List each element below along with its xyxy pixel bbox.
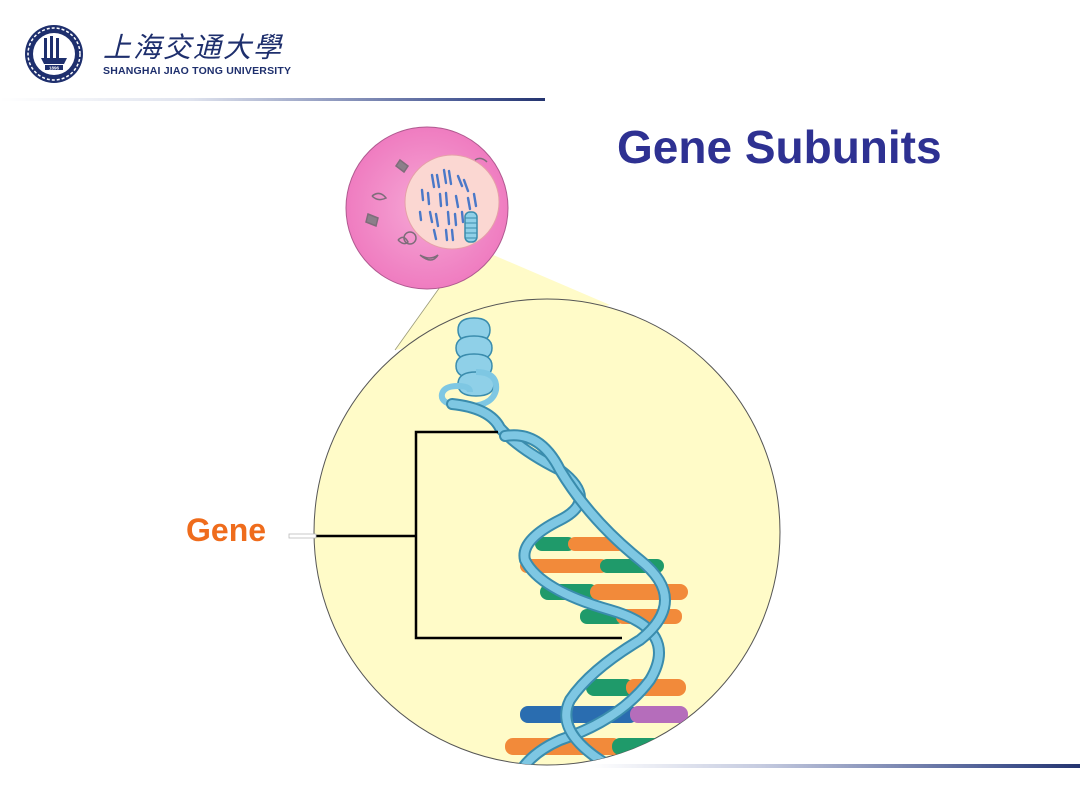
gene-label: Gene [186, 512, 267, 548]
gene-connector [288, 533, 317, 539]
university-name-chinese: 上海交通大學 [103, 31, 284, 64]
university-name-english: SHANGHAI JIAO TONG UNIVERSITY [103, 65, 292, 77]
footer-divider [590, 764, 1080, 768]
university-seal-icon: 1896 [25, 25, 83, 83]
chromatin-coil [438, 317, 500, 410]
seal-year: 1896 [49, 65, 60, 70]
header-divider [0, 98, 545, 101]
gene-bracket [316, 430, 622, 640]
cell-nucleus-icon [345, 126, 509, 290]
slide-title: Gene Subunits [617, 121, 942, 173]
